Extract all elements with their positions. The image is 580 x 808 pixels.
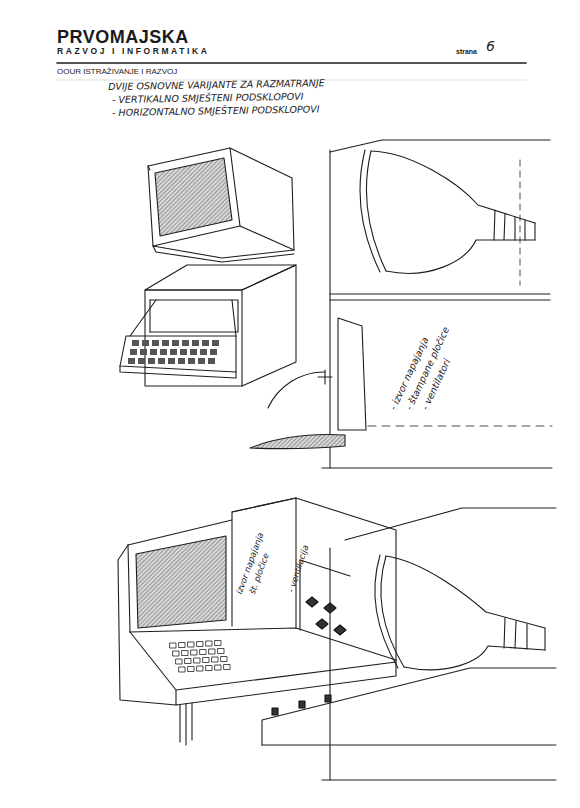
key	[200, 349, 207, 355]
knob	[334, 625, 346, 635]
control-knobs	[306, 597, 346, 635]
side-section-vertical	[250, 140, 552, 468]
key	[218, 649, 224, 654]
department: OOUR ISTRAŽIVANJE I RAZVOJ	[57, 67, 177, 76]
key	[206, 641, 212, 646]
key	[179, 643, 185, 648]
key	[176, 659, 182, 664]
key	[182, 340, 189, 346]
key	[188, 667, 194, 672]
key	[180, 349, 187, 355]
key	[170, 349, 177, 355]
key	[172, 340, 179, 346]
knob	[306, 597, 318, 607]
key	[215, 665, 221, 670]
key	[178, 358, 185, 364]
base-unit-sketch	[120, 265, 296, 386]
key	[212, 657, 218, 662]
knob	[272, 708, 278, 715]
knob	[299, 701, 305, 708]
key	[130, 349, 137, 355]
key	[197, 666, 203, 671]
key	[132, 340, 139, 346]
key	[188, 358, 195, 364]
key	[206, 666, 212, 671]
key	[182, 651, 188, 656]
page-number: 6	[486, 38, 495, 54]
key	[162, 340, 169, 346]
console-keypad	[170, 641, 230, 673]
key	[160, 349, 167, 355]
key	[197, 642, 203, 647]
key	[202, 340, 209, 346]
key	[158, 358, 165, 364]
monitor-sketch	[148, 148, 294, 262]
header-rule	[57, 62, 526, 64]
key	[200, 650, 206, 655]
subtitle: RAZVOJ I INFORMATIKA	[57, 47, 209, 57]
note-line: - VERTIKALNO SMJEŠTENI PODSKLOPOVI	[112, 92, 304, 106]
key	[152, 340, 159, 346]
key	[128, 358, 135, 364]
key	[210, 349, 217, 355]
page-word: strana	[456, 48, 477, 56]
key	[150, 349, 157, 355]
key	[212, 340, 219, 346]
key	[191, 650, 197, 655]
key	[140, 349, 147, 355]
note-heading: DVIJE OSNOVNE VARIJANTE ZA RAZMATRANJE	[108, 78, 325, 93]
key	[208, 358, 215, 364]
keyboard-keys	[128, 340, 219, 364]
key	[142, 340, 149, 346]
side-section-horizontal	[262, 508, 556, 780]
key	[224, 665, 230, 670]
key	[221, 657, 227, 662]
key	[188, 642, 194, 647]
knob	[316, 619, 328, 629]
side-knobs	[272, 695, 331, 715]
note-line: - HORIZONTALNO SMJEŠTENI PODSKLOPOVI	[112, 104, 320, 119]
key	[168, 358, 175, 364]
panel-note: - ventilacija	[287, 544, 312, 594]
key	[198, 358, 205, 364]
key	[185, 659, 191, 664]
key	[192, 340, 199, 346]
key	[179, 667, 185, 672]
company-title: PRVOMAJSKA	[57, 27, 189, 48]
key	[190, 349, 197, 355]
key	[209, 649, 215, 654]
key	[194, 658, 200, 663]
key	[215, 641, 221, 646]
key	[203, 658, 209, 663]
key	[170, 643, 176, 648]
knob	[325, 695, 331, 702]
key	[173, 651, 179, 656]
key	[138, 358, 145, 364]
console-sketch	[118, 498, 396, 745]
key	[148, 358, 155, 364]
